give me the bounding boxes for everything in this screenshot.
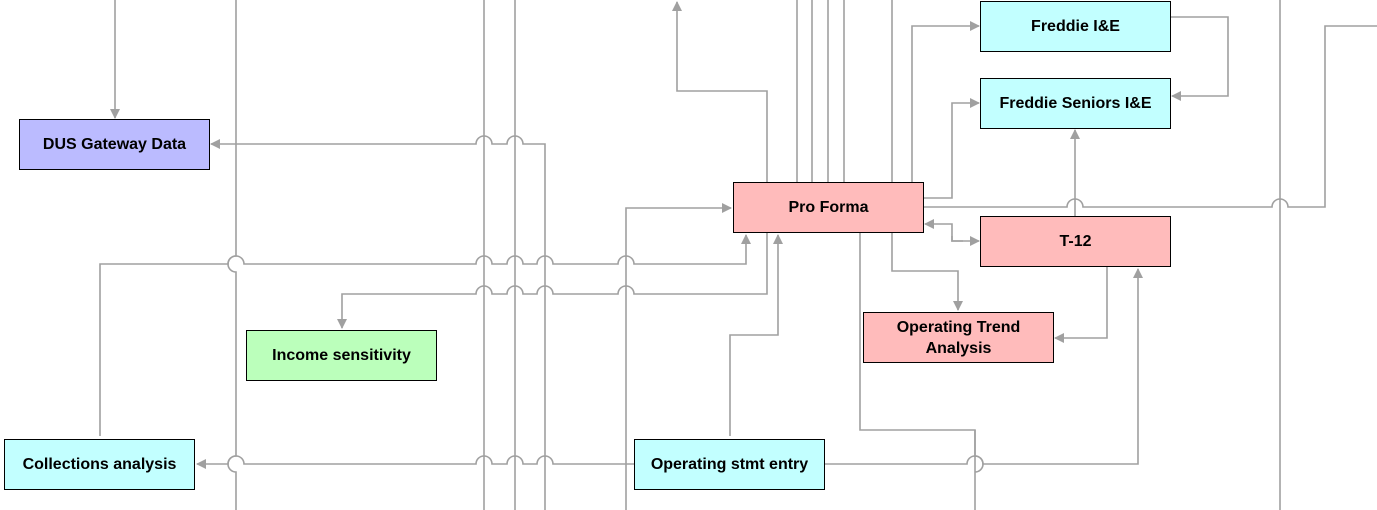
connector-freddie-seniors [1170,16,1229,101]
pro-forma-node[interactable]: Pro Forma [733,182,924,233]
freddie-seniors-ie-node[interactable]: Freddie Seniors I&E [980,78,1171,129]
connector-stmt-proforma [729,234,783,436]
operating-stmt-entry-node[interactable]: Operating stmt entry [634,439,825,490]
freddie-seniors-ie-label: Freddie Seniors I&E [999,95,1152,112]
income-sensitivity-node[interactable]: Income sensitivity [246,330,437,381]
operating-trend-analysis-node[interactable]: Operating Trend Analysis [863,312,1054,363]
connector-to-dus [210,135,546,510]
connector-proforma-freddie [911,21,980,182]
freddie-ie-node[interactable]: Freddie I&E [980,1,1171,52]
connector-proforma-t12 [924,219,963,242]
connector-into-proforma-left [625,203,732,256]
pro-forma-label: Pro Forma [788,199,869,216]
connector-v-236 [227,0,237,510]
connector-proforma-up [672,1,768,182]
connector-t12-in [951,236,980,246]
connector-proforma-trend [891,233,963,311]
connector-stmt-t12 [825,268,1143,465]
connector-proforma-seniors [923,98,980,199]
income-sensitivity-label: Income sensitivity [272,347,411,364]
operating-stmt-entry-label: Operating stmt entry [650,456,809,473]
connector-collections-proforma [99,234,751,436]
freddie-ie-label: Freddie I&E [1031,18,1120,35]
dus-gateway-data-node[interactable]: DUS Gateway Data [19,119,210,170]
dus-gateway-data-label: DUS Gateway Data [42,136,187,153]
connector-proforma-right [923,25,1377,208]
collections-analysis-label: Collections analysis [22,456,177,473]
t-12-node[interactable]: T-12 [980,216,1171,267]
connector-proforma-income [337,233,768,329]
collections-analysis-node[interactable]: Collections analysis [4,439,195,490]
connector-t12-trend [1054,266,1108,343]
connector-stmt-collections [196,455,634,469]
operating-trend-analysis-label: Operating Trend Analysis [896,318,1021,357]
t-12-label: T-12 [1059,233,1092,250]
